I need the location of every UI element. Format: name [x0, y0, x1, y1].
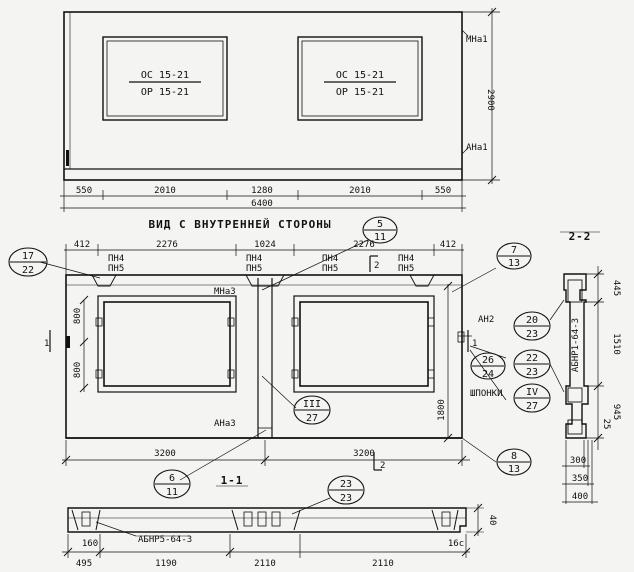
section-1-1	[62, 485, 484, 558]
callout-7-bottom: 13	[508, 258, 520, 269]
top-window-right-label-2: ОР 15-21	[336, 87, 384, 98]
pn-left-a: ПН4	[108, 254, 124, 264]
callout-22-bottom: 23	[526, 367, 538, 378]
dim-1800: 1800	[437, 399, 447, 421]
callout-III-bottom: 27	[306, 413, 318, 424]
pn-mid-right-b: ПН5	[322, 264, 338, 274]
pn-center-b: ПН5	[246, 264, 262, 274]
pn-center-a: ПН4	[246, 254, 262, 264]
top-dim-2: 2010	[154, 186, 176, 196]
section-2-2-dim-1510: 1510	[611, 333, 621, 355]
callout-IV-bottom: 27	[526, 401, 538, 412]
section-title: ВИД С ВНУТРЕННЕЙ СТОРОНЫ	[149, 218, 332, 231]
top-total-dim: 6400	[251, 199, 273, 209]
pn-left-b: ПН5	[108, 264, 124, 274]
inner-dim-3: 1024	[254, 240, 276, 250]
section-1-1-bottom-dim-1: 495	[76, 559, 92, 569]
inner-panel-view	[39, 239, 507, 481]
top-panel-view	[60, 7, 500, 212]
top-dim-1: 550	[76, 186, 92, 196]
callout-5-bottom: 11	[374, 232, 386, 243]
pn-right-a: ПН4	[398, 254, 414, 264]
callout-22-top: 22	[526, 353, 538, 364]
inner-dim-4: 2276	[353, 240, 375, 250]
callout-23-bottom: 23	[340, 493, 352, 504]
top-window-left-label-2: ОР 15-21	[141, 87, 189, 98]
label-shponki: ШПОНКИ	[470, 389, 503, 399]
section-1-1-title: 1-1	[221, 474, 244, 487]
callout-26-top: 26	[482, 355, 494, 366]
callout-23-top: 23	[340, 479, 352, 490]
section-1-1-bottom-dim-3: 2110	[372, 559, 394, 569]
callout-7-top: 7	[511, 245, 517, 256]
callout-8-top: 8	[511, 451, 517, 462]
callout-20-bottom: 23	[526, 329, 538, 340]
label-mna3: МНа3	[214, 287, 236, 297]
callout-IV-top: IV	[526, 387, 538, 398]
inner-bottom-dim-2: 3200	[353, 449, 375, 459]
section-2-2-title: 2-2	[569, 230, 592, 243]
section-2-2-dim-400: 400	[572, 492, 588, 502]
pn-right-b: ПН5	[398, 264, 414, 274]
dim-800-top: 800	[73, 308, 83, 324]
inner-dim-5: 412	[440, 240, 456, 250]
section-mark-1-right: 1	[472, 339, 477, 349]
callout-5-top: 5	[377, 219, 383, 230]
section-1-1-abn-label: АБНР5-64-3	[138, 535, 192, 545]
section-1-1-bottom-dim-left: 2110	[254, 559, 276, 569]
dim-2900: 2900	[485, 89, 495, 111]
section-1-1-dim-40: 40	[487, 515, 497, 526]
callout-26-bottom: 24	[482, 369, 494, 380]
dim-800-bottom: 800	[73, 362, 83, 378]
pn-mid-right-a: ПН4	[322, 254, 338, 264]
label-ana3: АНа3	[214, 419, 236, 429]
section-1-1-bottom-dim-2: 1190	[155, 559, 177, 569]
section-2-2-dim-945: 945	[611, 404, 621, 420]
callout-III-top: III	[303, 399, 321, 410]
inner-dim-1: 412	[74, 240, 90, 250]
section-mark-2-bottom: 2	[380, 461, 385, 471]
top-dim-3: 1280	[251, 186, 273, 196]
callout-20-top: 20	[526, 315, 538, 326]
callout-17-top: 17	[22, 251, 34, 262]
callout-ana1: АНа1	[466, 143, 488, 153]
inner-dim-2: 2276	[156, 240, 178, 250]
callout-8-bottom: 13	[508, 464, 520, 475]
callout-6-bottom: 11	[166, 487, 178, 498]
top-dim-4: 2010	[349, 186, 371, 196]
section-2-2-dim-300: 300	[570, 456, 586, 466]
section-2-2-abn-label: АБНР1-64-3	[571, 318, 581, 372]
label-an2: АН2	[478, 315, 494, 325]
callout-circles	[8, 216, 551, 505]
section-mark-1-left: 1	[44, 339, 49, 349]
section-1-1-dim-160: 160	[82, 539, 98, 549]
section-2-2	[549, 231, 604, 504]
section-2-2-dim-445: 445	[611, 280, 621, 296]
section-mark-2-top: 2	[374, 261, 379, 271]
top-dim-5: 550	[435, 186, 451, 196]
section-1-1-dim-16c: 16с	[448, 539, 464, 549]
inner-bottom-dim-1: 3200	[154, 449, 176, 459]
callout-6-top: 6	[169, 473, 175, 484]
callout-17-bottom: 22	[22, 265, 34, 276]
top-window-left-label-1: ОС 15-21	[141, 70, 189, 81]
top-window-right-label-1: ОС 15-21	[336, 70, 384, 81]
section-2-2-dim-350: 350	[572, 474, 588, 484]
section-2-2-dim-25: 25	[601, 419, 611, 430]
callout-mna1: МНа1	[466, 35, 488, 45]
